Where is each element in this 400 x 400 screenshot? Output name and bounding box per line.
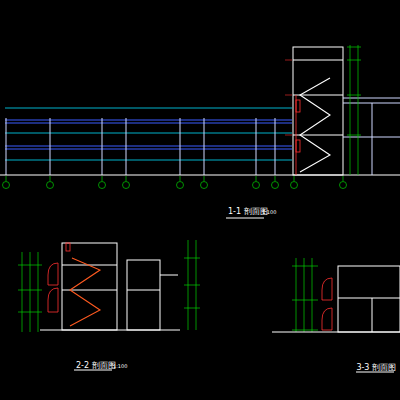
section-title: 1-1 剖面图 [228,208,268,216]
scale-note: 1:100 [113,364,127,369]
section-2-2 [18,240,200,370]
scale-note: 1:100 [262,210,276,215]
section-3-3 [272,258,400,372]
section-1-1 [0,45,400,218]
section-title: 2-2 剖面图 [76,362,116,370]
section-title: 3-3 剖面图 [356,364,396,372]
